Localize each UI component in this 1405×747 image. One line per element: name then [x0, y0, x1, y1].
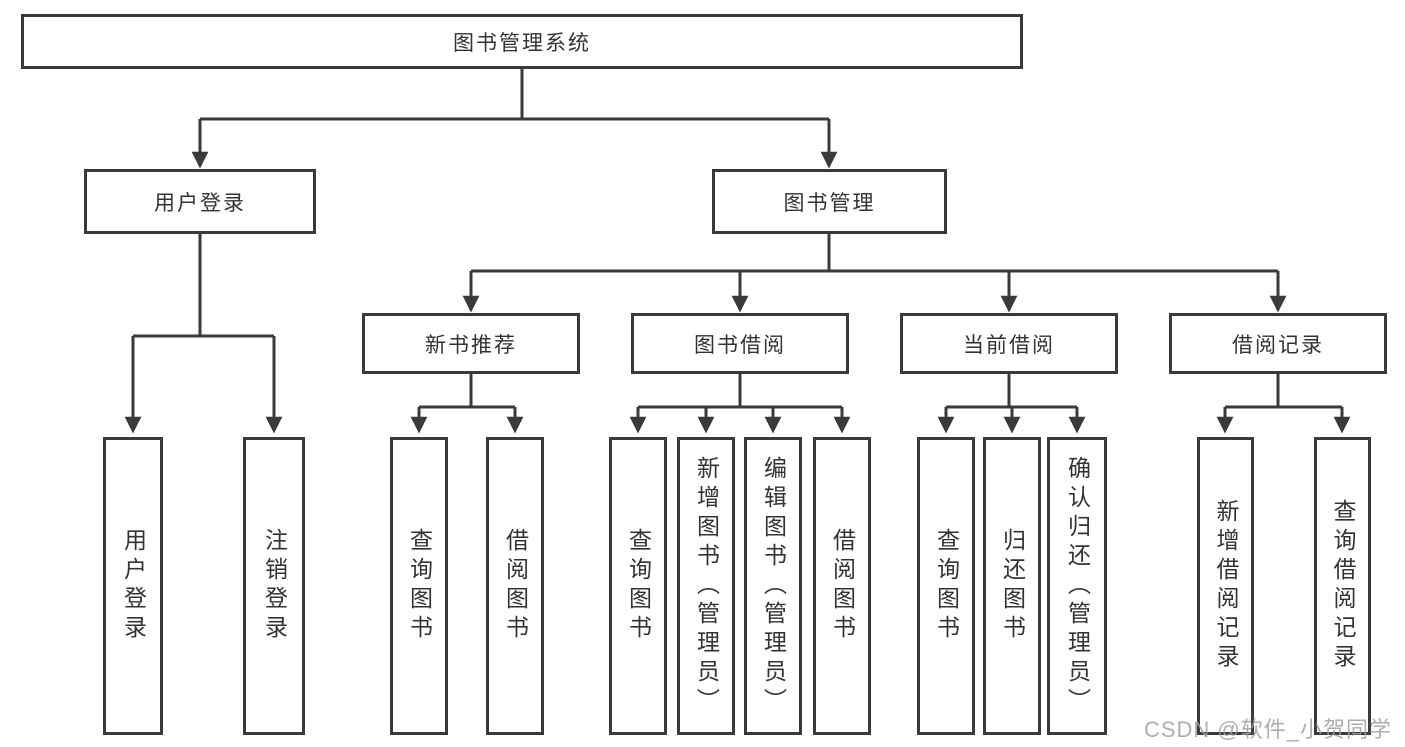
node-user-login: 用户登录 [84, 169, 316, 234]
node-label: 借阅记录 [1232, 333, 1324, 357]
csdn-watermark: CSDN @软件_小贺同学 [1143, 717, 1392, 742]
node-label: 新增图书（管理员） [693, 455, 720, 717]
node-add-borrow-record: 新增借阅记录 [1197, 437, 1254, 735]
user-login-branch-line [133, 233, 274, 338]
node-label: 注销登录 [261, 528, 288, 644]
node-label: 编辑图书（管理员） [760, 455, 787, 717]
node-borrow-books-1: 借阅图书 [486, 437, 544, 735]
book-borrow-branch-line [638, 373, 842, 409]
node-label: 图书管理 [783, 191, 876, 215]
node-label: 确认归还（管理员） [1064, 455, 1091, 717]
node-label: 借阅图书 [502, 528, 529, 644]
node-label: 查询图书 [406, 528, 433, 644]
node-query-borrow-record: 查询借阅记录 [1314, 437, 1371, 735]
root-branch-line [200, 69, 829, 121]
node-query-books-2: 查询图书 [609, 437, 667, 735]
node-label: 借阅图书 [829, 528, 856, 644]
borrow-record-branch-line [1225, 373, 1342, 409]
node-label: 归还图书 [999, 528, 1026, 644]
node-book-management: 图书管理 [712, 169, 947, 234]
node-label: 查询借阅记录 [1330, 499, 1356, 673]
node-return-book: 归还图书 [983, 437, 1041, 735]
node-query-books-1: 查询图书 [390, 437, 448, 735]
node-query-books-3: 查询图书 [917, 437, 975, 735]
node-borrow-books-2: 借阅图书 [813, 437, 871, 735]
node-label: 图书借阅 [694, 333, 786, 357]
node-current-borrow: 当前借阅 [900, 313, 1118, 374]
node-label: 新增借阅记录 [1213, 499, 1239, 673]
arrow-lines [124, 119, 1351, 434]
node-label: 查询图书 [933, 528, 960, 644]
node-label: 用户登录 [120, 528, 147, 644]
new-book-branch-line [419, 373, 515, 409]
node-borrow-records: 借阅记录 [1169, 313, 1387, 374]
node-label: 查询图书 [625, 528, 652, 644]
node-logout: 注销登录 [243, 437, 305, 735]
node-book-borrow: 图书借阅 [631, 313, 849, 374]
node-label: 当前借阅 [963, 333, 1055, 357]
book-management-branch-line [471, 233, 1278, 273]
node-root: 图书管理系统 [21, 14, 1023, 69]
trunk-lines [133, 69, 1342, 409]
node-user-login-leaf: 用户登录 [103, 437, 163, 735]
node-label: 用户登录 [154, 191, 246, 215]
node-edit-book-admin: 编辑图书（管理员） [744, 437, 802, 735]
node-confirm-return-admin: 确认归还（管理员） [1047, 437, 1107, 735]
node-add-book-admin: 新增图书（管理员） [677, 437, 735, 735]
current-borrow-branch-line [946, 373, 1077, 409]
node-new-book-recommend: 新书推荐 [362, 313, 580, 374]
node-label: 图书管理系统 [453, 31, 591, 55]
node-label: 新书推荐 [425, 333, 517, 357]
